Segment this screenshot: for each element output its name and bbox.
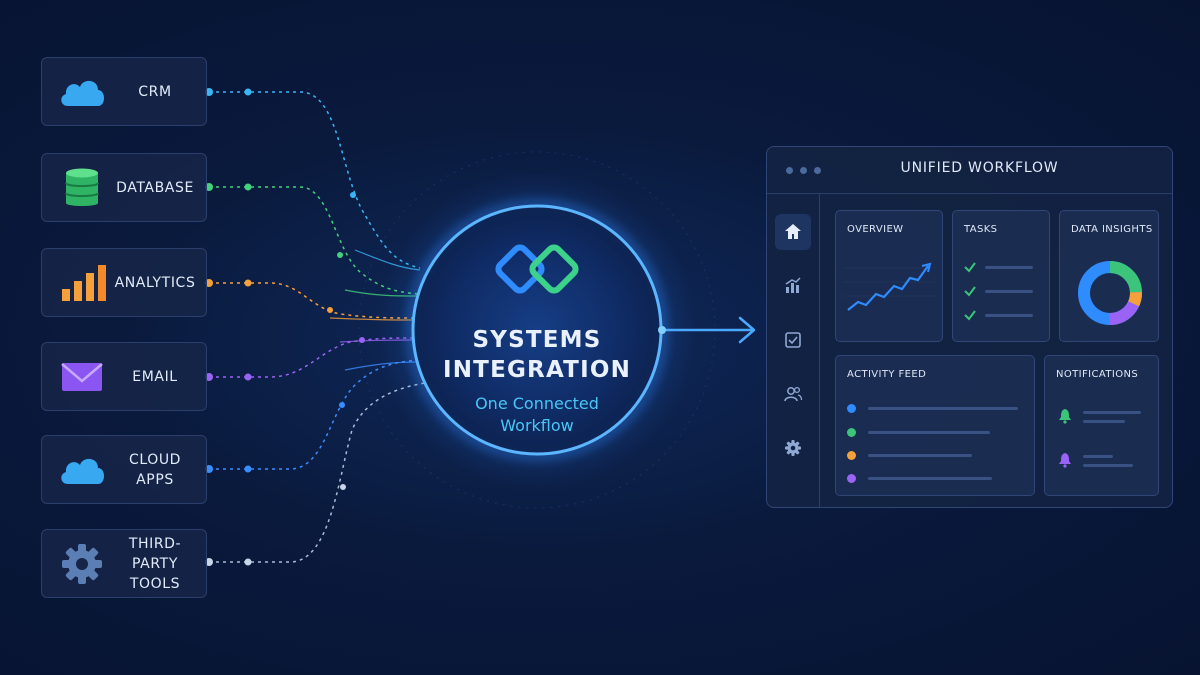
users-icon[interactable]	[775, 376, 811, 412]
cloud-icon	[56, 68, 108, 116]
source-label: THIRD-PARTY TOOLS	[110, 530, 200, 597]
trend-line-chart	[844, 262, 936, 311]
source-label: CRM	[138, 83, 172, 100]
connector-third-party	[209, 382, 426, 563]
hub-title-line2: INTEGRATION	[442, 357, 632, 383]
unified-workflow-dashboard: UNIFIED WORKFLOW OVERVIEW TASKS	[766, 146, 1173, 508]
activity-dot	[847, 428, 856, 437]
notification-line	[1083, 420, 1125, 423]
connector-cloud-apps	[209, 359, 419, 470]
activity-line	[868, 454, 972, 457]
checkbox-icon[interactable]	[775, 322, 811, 358]
bell-icon	[1059, 409, 1071, 424]
source-card-database[interactable]: DATABASE	[41, 153, 207, 222]
task-checklist	[964, 262, 1033, 321]
tasks-panel[interactable]: TASKS	[952, 210, 1050, 342]
linked-diamonds-icon	[495, 244, 579, 294]
home-icon[interactable]	[775, 214, 811, 250]
source-label: EMAIL	[132, 368, 178, 385]
connector-database	[209, 186, 419, 295]
activity-line	[868, 407, 1018, 410]
output-arrow	[658, 316, 756, 344]
window-dot	[814, 167, 821, 174]
notification-line	[1083, 411, 1141, 414]
activity-line	[868, 431, 990, 434]
panel-title: DATA INSIGHTS	[1071, 224, 1153, 235]
data-insights-panel[interactable]: DATA INSIGHTS	[1059, 210, 1159, 342]
source-label: ANALYTICS	[114, 274, 196, 291]
window-dot	[786, 167, 793, 174]
connector-email	[209, 337, 414, 378]
source-label: CLOUD APPS	[128, 451, 182, 488]
notification-line	[1083, 464, 1133, 467]
source-card-analytics[interactable]: ANALYTICS	[41, 248, 207, 317]
hub-title-line1: SYSTEMS	[472, 327, 602, 353]
connector-crm	[209, 91, 421, 269]
notifications-panel[interactable]: NOTIFICATIONS	[1044, 355, 1159, 496]
connector-dots	[205, 88, 365, 566]
hub-title: SYSTEMS INTEGRATION	[412, 325, 662, 385]
activity-dot	[847, 474, 856, 483]
bar-chart-icon	[56, 259, 108, 307]
dashboard-topbar: UNIFIED WORKFLOW	[767, 147, 1172, 194]
dashboard-title: UNIFIED WORKFLOW	[900, 160, 1059, 176]
panel-title: NOTIFICATIONS	[1056, 369, 1139, 380]
connector-analytics	[209, 282, 414, 319]
gear-icon[interactable]	[775, 430, 811, 466]
source-card-email[interactable]: EMAIL	[41, 342, 207, 411]
activity-dot	[847, 404, 856, 413]
source-card-third-party-tools[interactable]: THIRD-PARTY TOOLS	[41, 529, 207, 598]
hub-subtitle-line1: One Connected	[475, 394, 599, 413]
hub-subtitle: One Connected Workflow	[412, 393, 662, 437]
bar-chart-icon[interactable]	[775, 268, 811, 304]
activity-feed-panel[interactable]: ACTIVITY FEED	[835, 355, 1035, 496]
envelope-icon	[56, 353, 108, 401]
source-label-text: THIRD-PARTY TOOLS	[128, 535, 182, 592]
panel-title: OVERVIEW	[847, 224, 904, 235]
database-icon	[56, 164, 108, 212]
activity-line	[868, 477, 992, 480]
source-card-crm[interactable]: CRM	[41, 57, 207, 126]
gear-icon	[56, 540, 108, 588]
panel-title: ACTIVITY FEED	[847, 369, 927, 380]
cloud-icon	[56, 446, 108, 494]
overview-panel[interactable]: OVERVIEW	[835, 210, 943, 342]
source-label: DATABASE	[116, 179, 194, 196]
bell-icon	[1059, 453, 1071, 468]
dashboard-sidebar	[767, 194, 820, 507]
activity-dot	[847, 451, 856, 460]
window-dot	[800, 167, 807, 174]
notification-line	[1083, 455, 1113, 458]
hub-subtitle-line2: Workflow	[500, 416, 574, 435]
source-card-cloud-apps[interactable]: CLOUD APPS	[41, 435, 207, 504]
donut-chart	[1078, 261, 1142, 325]
panel-title: TASKS	[964, 224, 998, 235]
